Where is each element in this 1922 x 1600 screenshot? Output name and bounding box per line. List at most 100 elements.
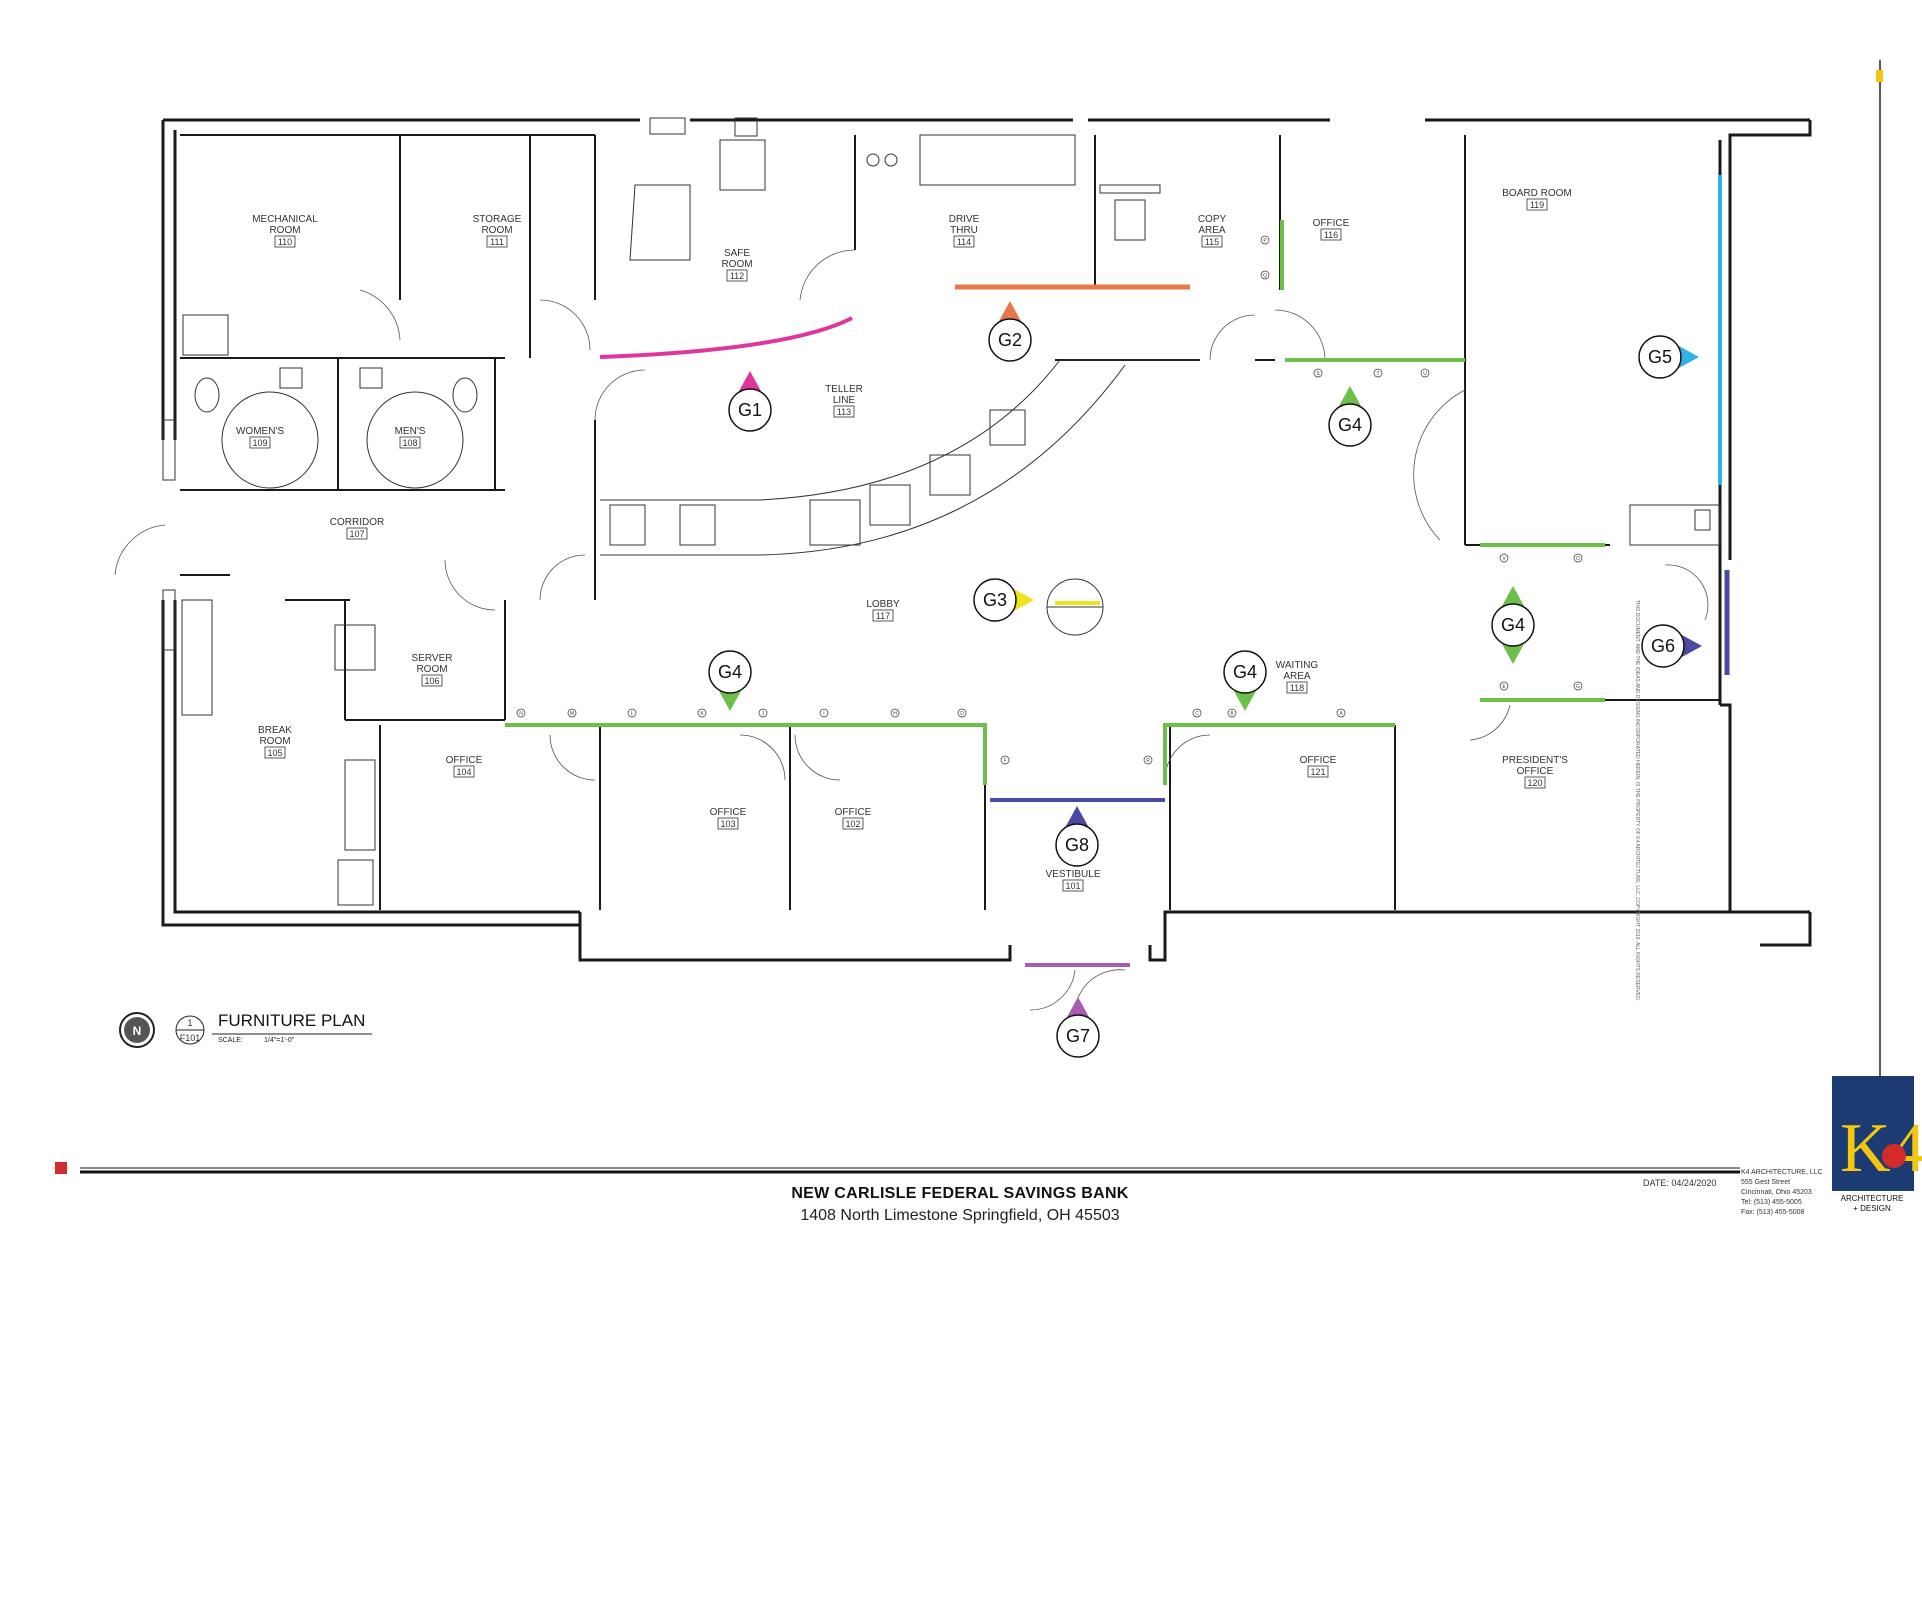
room-number: 112 [730, 271, 744, 281]
room-name: BOARD ROOM [1502, 188, 1571, 199]
room-name: OFFICE [1313, 218, 1350, 229]
exterior-walls [161, 118, 1812, 962]
room-name: CORRIDOR [330, 517, 384, 528]
marker-g8: G8 [1055, 806, 1099, 867]
marker-label: G1 [738, 400, 762, 420]
g1-wall [599, 316, 853, 359]
room-number: 116 [1324, 230, 1338, 240]
marker-label: G6 [1651, 636, 1675, 656]
grid-tag: O [1573, 553, 1583, 563]
room-name-2: ROOM [721, 259, 752, 270]
g4-wall-offices [505, 723, 987, 785]
svg-text:N: N [519, 711, 523, 717]
logo-caption: ARCHITECTURE + DESIGN [1822, 1194, 1922, 1214]
svg-text:G: G [1576, 684, 1580, 690]
room-name: PRESIDENT'S [1502, 755, 1568, 766]
marker-g1: G1 [728, 371, 772, 432]
room-name-2: ROOM [416, 664, 447, 675]
room-number: 117 [876, 611, 890, 621]
svg-text:B: B [1230, 711, 1234, 717]
grid-tag: H [890, 708, 900, 718]
grid-tag: J [758, 708, 768, 718]
grid-tag: N [516, 708, 526, 718]
door-swings [114, 249, 1709, 1011]
svg-text:F: F [1003, 758, 1006, 764]
project-address: 1408 North Limestone Springfield, OH 455… [800, 1207, 1120, 1224]
grid-tag: U [1420, 368, 1430, 378]
restroom-fixtures [182, 314, 478, 489]
room-name: COPY [1198, 214, 1227, 225]
room-name: OFFICE [1300, 755, 1337, 766]
room-name: TELLER [825, 384, 863, 395]
svg-text:C: C [1195, 711, 1199, 717]
marker-g5: G5 [1638, 335, 1699, 379]
svg-text:K: K [700, 711, 704, 717]
room-number: 115 [1205, 237, 1219, 247]
k4-logo: K4 [1832, 1076, 1922, 1191]
svg-text:Q: Q [1263, 273, 1267, 279]
copyright-note: THIS DOCUMENT, AND THE IDEAS AND DESIGNS… [1634, 600, 1640, 1002]
marker-label: G3 [983, 590, 1007, 610]
room-name: WAITING [1276, 660, 1319, 671]
grid-tag: S [1313, 368, 1323, 378]
room-name: SAFE [724, 248, 750, 259]
room-name: DRIVE [949, 214, 980, 225]
room-number: 102 [845, 819, 860, 829]
room-name-2: AREA [1283, 671, 1311, 682]
room-number: 121 [1310, 767, 1325, 777]
svg-text:H: H [893, 711, 897, 717]
room-name: STORAGE [473, 214, 522, 225]
logo-line2: + DESIGN [1853, 1204, 1891, 1213]
grid-tag: A [1336, 708, 1346, 718]
north-arrow: N [119, 1012, 155, 1048]
grid-tag: D [957, 708, 967, 718]
teller-counter [600, 359, 1200, 556]
svg-text:J: J [762, 711, 765, 717]
grid-tag: E [1499, 681, 1509, 691]
plan-label: FURNITURE PLAN [218, 1011, 366, 1030]
interior-walls [180, 134, 1720, 910]
k4-logo-mark: K4 [1840, 1110, 1922, 1187]
svg-text:N: N [133, 1024, 142, 1038]
marker-g6: G6 [1641, 624, 1702, 668]
svg-text:1: 1 [187, 1018, 192, 1028]
room-name: BREAK [258, 725, 292, 736]
room-name: OFFICE [835, 807, 872, 818]
grid-tag: Q [1260, 270, 1270, 280]
grid-tag: T [1373, 368, 1383, 378]
room-number: 119 [1530, 200, 1544, 210]
marker-label: G5 [1648, 347, 1672, 367]
sheet-callout: 1 F101 [175, 1015, 372, 1045]
room-name-2: ROOM [269, 225, 300, 236]
firm-info: K4 ARCHITECTURE, LLC 555 Gest Street Cin… [1741, 1168, 1823, 1218]
svg-text:M: M [570, 711, 574, 717]
room-number: 105 [267, 748, 282, 758]
logo-line1: ARCHITECTURE [1840, 1194, 1904, 1203]
room-name: MECHANICAL [252, 214, 318, 225]
floor-plan: MECHANICALROOM110STORAGEROOM111SAFEROOM1… [55, 60, 1883, 1174]
svg-text:T: T [1376, 371, 1379, 377]
firm-city: Cincinnati, Ohio 45203 [1741, 1189, 1812, 1196]
scale-value: 1/4"=1'-0" [264, 1037, 295, 1044]
logo-mark-text: K4 [1840, 1110, 1922, 1187]
room-name: SERVER [412, 653, 453, 664]
scale-label: SCALE: [218, 1037, 243, 1044]
svg-text:P: P [1263, 238, 1267, 244]
room-number: 110 [278, 237, 292, 247]
sheet-marker-red [55, 1162, 67, 1174]
room-number: 114 [957, 237, 971, 247]
svg-text:U: U [1423, 371, 1427, 377]
grid-tag: L [627, 708, 637, 718]
marker-g4b: G4 [1491, 586, 1535, 664]
svg-text:D: D [960, 711, 964, 717]
